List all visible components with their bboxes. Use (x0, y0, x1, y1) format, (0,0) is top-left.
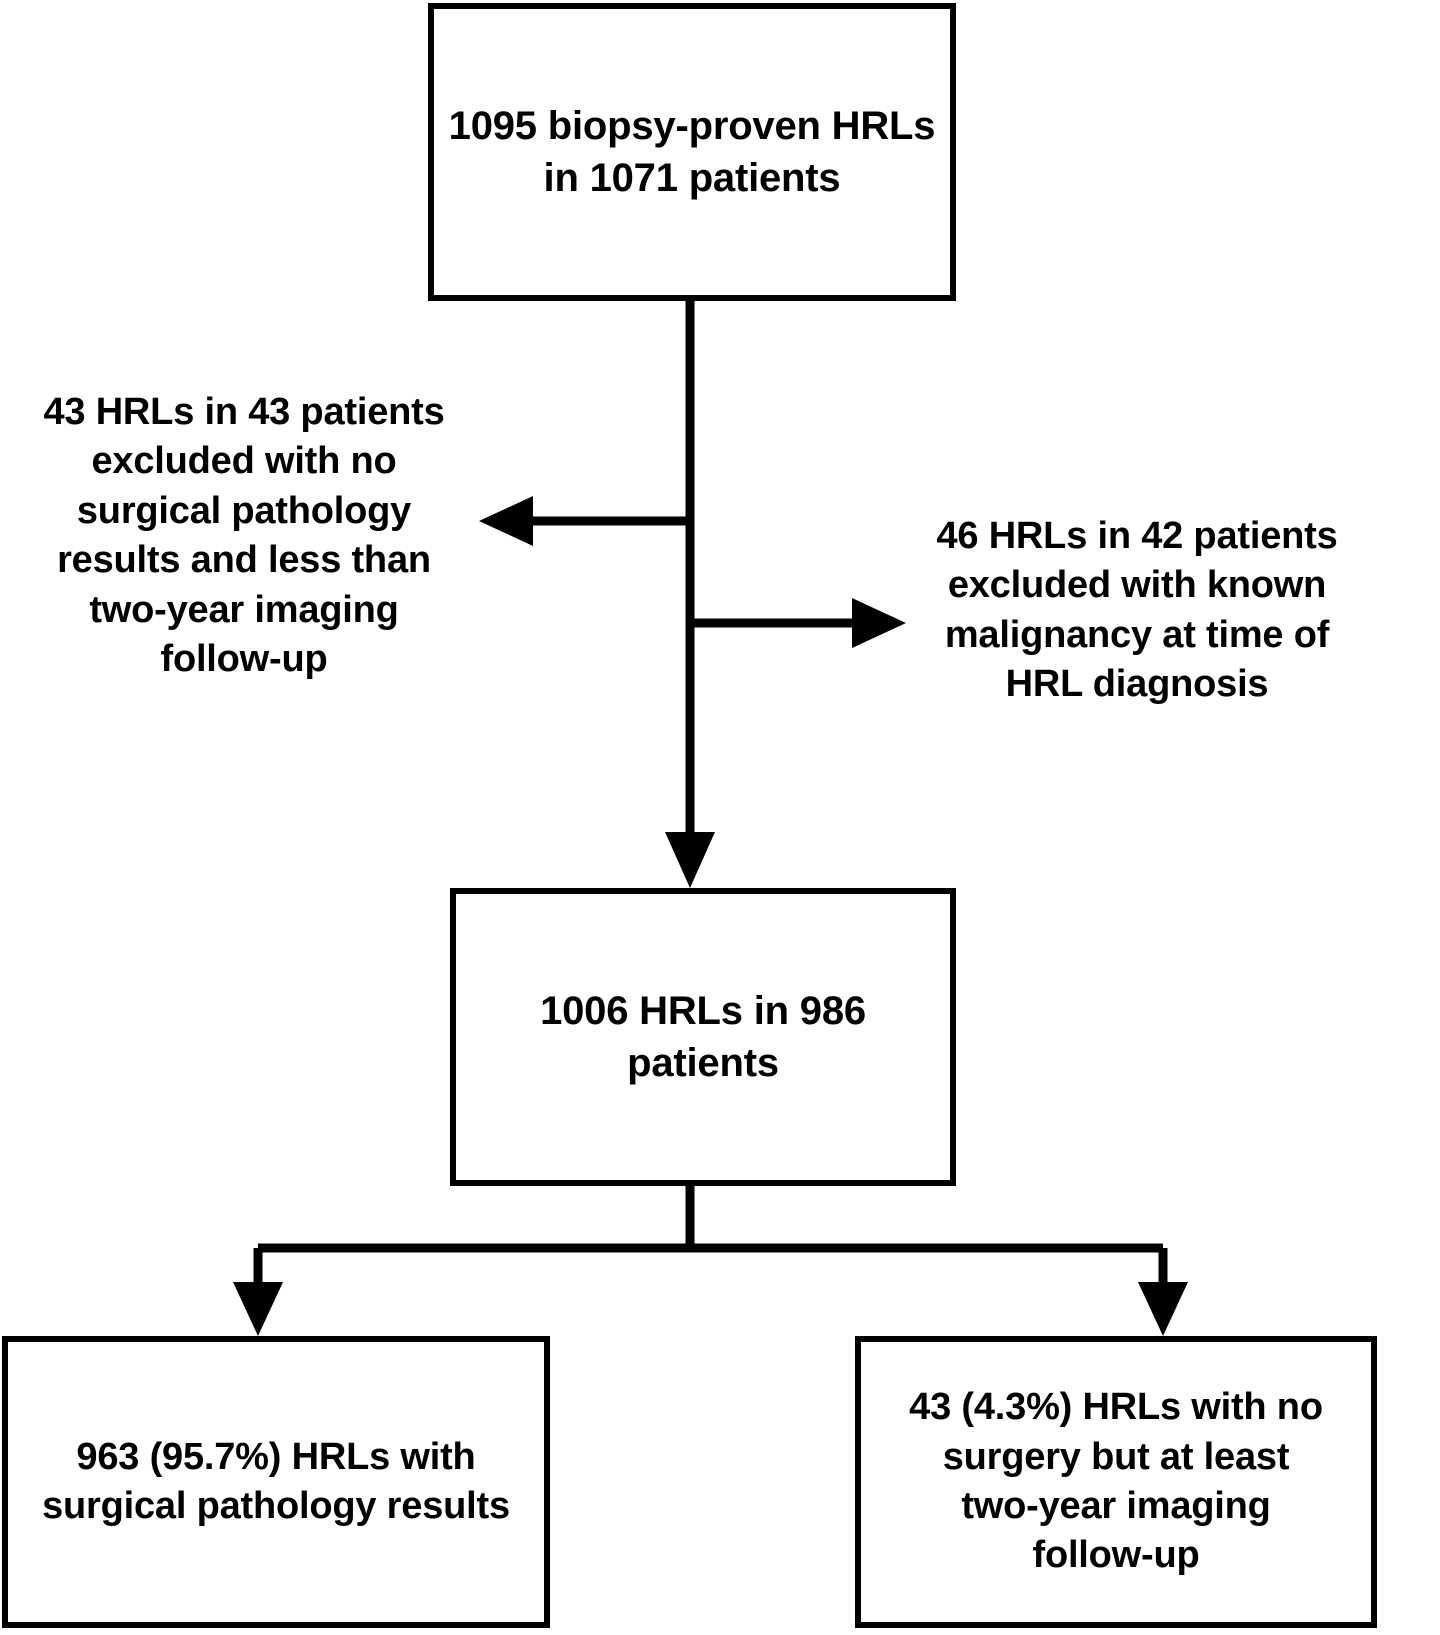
exclusion-label-left: 43 HRLs in 43 patients excluded with no … (43, 391, 445, 680)
arrowhead-down-to-bottom-left-box (233, 1282, 283, 1336)
node-box-total-cohort: 1095 biopsy-proven HRLs in 1071 patients (428, 3, 956, 301)
arrowhead-down-to-middle-box (665, 832, 715, 888)
node-box-imaging-followup: 43 (4.3%) HRLs with no surgery but at le… (855, 1336, 1377, 1628)
node-text-included-cohort: 1006 HRLs in 986 patients (540, 989, 866, 1085)
arrowhead-down-to-bottom-right-box (1138, 1282, 1188, 1336)
exclusion-label-right: 46 HRLs in 42 patients excluded with kno… (936, 515, 1338, 706)
node-text-total-cohort: 1095 biopsy-proven HRLs in 1071 patients (448, 104, 936, 200)
arrowhead-right-exclusion (852, 598, 906, 648)
node-text-imaging-followup: 43 (4.3%) HRLs with no surgery but at le… (909, 1386, 1323, 1577)
node-text-surgical-pathology: 963 (95.7%) HRLs with surgical pathology… (42, 1435, 510, 1527)
node-box-surgical-pathology: 963 (95.7%) HRLs with surgical pathology… (2, 1336, 550, 1628)
arrowhead-left-exclusion (479, 496, 533, 546)
node-box-included-cohort: 1006 HRLs in 986 patients (450, 888, 956, 1186)
